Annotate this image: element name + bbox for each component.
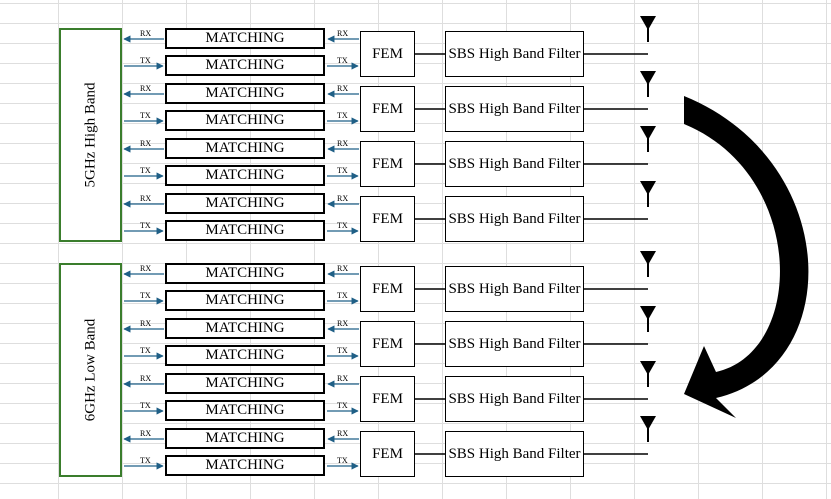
rx-tag-b1-c1-0: RX xyxy=(140,319,152,328)
fem-b1-c1: FEM xyxy=(360,321,415,367)
antenna-b0-c2 xyxy=(640,126,656,140)
rx-tag-b1-c2-0: RX xyxy=(140,374,152,383)
matching-tx-b1-c2: MATCHING xyxy=(165,400,325,421)
tx-tag-b1-c2-3: TX xyxy=(337,401,348,410)
fem-b1-c3: FEM xyxy=(360,431,415,477)
matching-tx-b1-c3: MATCHING xyxy=(165,455,325,476)
matching-rx-b0-c3: MATCHING xyxy=(165,193,325,214)
filter-b0-c0: SBS High Band Filter xyxy=(445,31,584,77)
matching-rx-b1-c0: MATCHING xyxy=(165,263,325,284)
filter-b1-c2: SBS High Band Filter xyxy=(445,376,584,422)
matching-tx-b0-c3: MATCHING xyxy=(165,220,325,241)
rx-tag-b0-c0-1: RX xyxy=(337,29,349,38)
tx-tag-b0-c0-2: TX xyxy=(140,56,151,65)
rx-tag-b0-c1-0: RX xyxy=(140,84,152,93)
swap-arrow xyxy=(684,96,809,418)
antenna-b0-c3 xyxy=(640,181,656,195)
rx-tag-b1-c0-0: RX xyxy=(140,264,152,273)
band-label-5ghz-high: 5GHz High Band xyxy=(82,82,98,188)
antenna-b1-c2 xyxy=(640,361,656,375)
fem-b0-c1: FEM xyxy=(360,86,415,132)
rx-tag-b0-c2-0: RX xyxy=(140,139,152,148)
filter-b1-c3: SBS High Band Filter xyxy=(445,431,584,477)
rx-tag-b1-c3-0: RX xyxy=(140,429,152,438)
filter-b0-c2: SBS High Band Filter xyxy=(445,141,584,187)
rx-tag-b1-c0-1: RX xyxy=(337,264,349,273)
band-box-6ghz-low: 6GHz Low Band xyxy=(59,263,122,477)
fem-b1-c0: FEM xyxy=(360,266,415,312)
antenna-b1-c0 xyxy=(640,251,656,265)
tx-tag-b1-c0-3: TX xyxy=(337,291,348,300)
tx-tag-b1-c0-2: TX xyxy=(140,291,151,300)
matching-tx-b0-c1: MATCHING xyxy=(165,110,325,131)
rx-tag-b0-c3-1: RX xyxy=(337,194,349,203)
rx-tag-b1-c3-1: RX xyxy=(337,429,349,438)
tx-tag-b1-c3-2: TX xyxy=(140,456,151,465)
filter-b1-c0: SBS High Band Filter xyxy=(445,266,584,312)
matching-rx-b1-c3: MATCHING xyxy=(165,428,325,449)
antenna-b1-c1 xyxy=(640,306,656,320)
rx-tag-b0-c0-0: RX xyxy=(140,29,152,38)
antenna-b0-c0 xyxy=(640,16,656,30)
rx-tag-b0-c3-0: RX xyxy=(140,194,152,203)
tx-tag-b0-c2-3: TX xyxy=(337,166,348,175)
rx-tag-b1-c2-1: RX xyxy=(337,374,349,383)
matching-tx-b1-c0: MATCHING xyxy=(165,290,325,311)
antenna-b0-c1 xyxy=(640,71,656,85)
antenna-b1-c3 xyxy=(640,416,656,430)
rx-tag-b1-c1-1: RX xyxy=(337,319,349,328)
tx-tag-b1-c1-3: TX xyxy=(337,346,348,355)
rx-tag-b0-c1-1: RX xyxy=(337,84,349,93)
fem-b0-c0: FEM xyxy=(360,31,415,77)
matching-rx-b1-c1: MATCHING xyxy=(165,318,325,339)
fem-b0-c2: FEM xyxy=(360,141,415,187)
tx-tag-b1-c2-2: TX xyxy=(140,401,151,410)
matching-tx-b0-c2: MATCHING xyxy=(165,165,325,186)
tx-tag-b0-c0-3: TX xyxy=(337,56,348,65)
band-label-6ghz-low: 6GHz Low Band xyxy=(82,318,98,422)
matching-tx-b0-c0: MATCHING xyxy=(165,55,325,76)
matching-rx-b1-c2: MATCHING xyxy=(165,373,325,394)
band-box-5ghz-high: 5GHz High Band xyxy=(59,28,122,242)
fem-b1-c2: FEM xyxy=(360,376,415,422)
tx-tag-b0-c2-2: TX xyxy=(140,166,151,175)
filter-b0-c3: SBS High Band Filter xyxy=(445,196,584,242)
tx-tag-b0-c1-2: TX xyxy=(140,111,151,120)
matching-tx-b1-c1: MATCHING xyxy=(165,345,325,366)
filter-b1-c1: SBS High Band Filter xyxy=(445,321,584,367)
rx-tag-b0-c2-1: RX xyxy=(337,139,349,148)
fem-b0-c3: FEM xyxy=(360,196,415,242)
tx-tag-b0-c1-3: TX xyxy=(337,111,348,120)
matching-rx-b0-c1: MATCHING xyxy=(165,83,325,104)
tx-tag-b1-c1-2: TX xyxy=(140,346,151,355)
tx-tag-b1-c3-3: TX xyxy=(337,456,348,465)
matching-rx-b0-c2: MATCHING xyxy=(165,138,325,159)
tx-tag-b0-c3-3: TX xyxy=(337,221,348,230)
tx-tag-b0-c3-2: TX xyxy=(140,221,151,230)
filter-b0-c1: SBS High Band Filter xyxy=(445,86,584,132)
matching-rx-b0-c0: MATCHING xyxy=(165,28,325,49)
